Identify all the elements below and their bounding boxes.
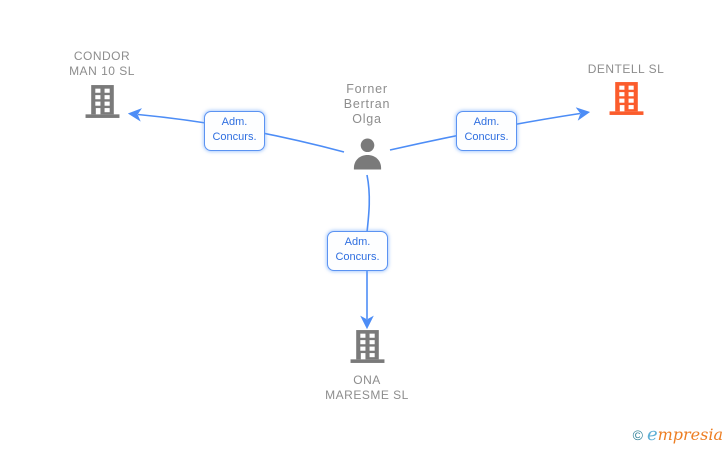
person-name: Forner Bertran Olga	[344, 82, 391, 127]
company-name-line: MAN 10 SL	[69, 64, 135, 78]
node-ona-maresme-sl[interactable]: ONA MARESME SL	[300, 330, 434, 403]
edge-label-text: Adm.	[473, 116, 500, 128]
person-name-line: Bertran	[343, 97, 391, 111]
edge-label-adm-concurs-bottom: Adm. Concurs.	[327, 231, 388, 271]
company-name-line: DENTELL SL	[587, 62, 665, 76]
edge-label-text: Concurs.	[335, 251, 380, 263]
edge-label-text: Concurs.	[212, 131, 257, 143]
company-name-line: MARESME SL	[325, 388, 409, 402]
edge-label-adm-concurs-right: Adm. Concurs.	[456, 111, 517, 151]
edge-label-text: Adm.	[221, 116, 248, 128]
brand-initial: e	[646, 424, 658, 445]
node-condor-man-10-sl[interactable]: CONDOR MAN 10 SL	[36, 49, 168, 118]
person-name-line: Forner	[346, 82, 388, 96]
arrow-person-to-ona-upper-segment	[366, 174, 371, 233]
node-person-forner-bertran-olga[interactable]: Forner Bertran Olga	[306, 82, 428, 171]
edge-label-text: Adm.	[344, 236, 371, 248]
company-name: ONA MARESME SL	[325, 373, 409, 403]
brand-text: mpresia	[657, 425, 723, 444]
person-icon	[353, 138, 381, 170]
copyright-icon: ©	[632, 427, 643, 443]
company-name-line: CONDOR	[73, 49, 131, 63]
empresia-logo: © empresia	[633, 424, 723, 445]
building-icon	[350, 330, 384, 363]
building-icon	[609, 82, 643, 115]
company-name: DENTELL SL	[588, 62, 665, 77]
building-icon	[85, 85, 119, 118]
person-name-line: Olga	[352, 112, 382, 126]
node-dentell-sl[interactable]: DENTELL SL	[560, 62, 692, 115]
company-name: CONDOR MAN 10 SL	[69, 49, 135, 79]
company-name-line: ONA	[353, 373, 381, 387]
edge-label-adm-concurs-left: Adm. Concurs.	[204, 111, 265, 151]
edge-label-text: Concurs.	[464, 131, 509, 143]
